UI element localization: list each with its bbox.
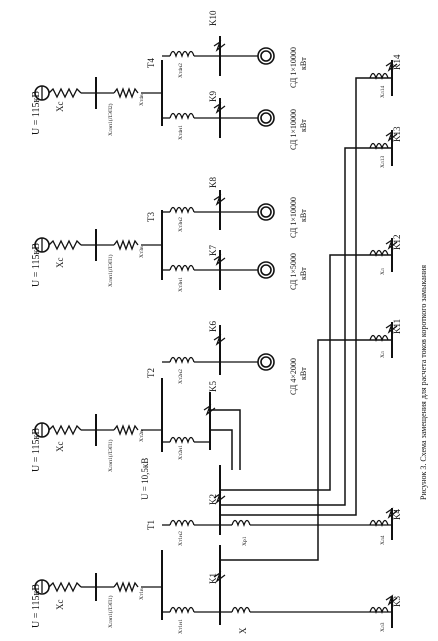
motor-unit: кВт [299, 119, 308, 132]
fault-arrow-icon [213, 102, 226, 114]
motor-label: СД 1×10000 [289, 197, 298, 238]
fault-label-k6: K6 [208, 321, 218, 332]
t4-label: T4 [146, 58, 156, 68]
fault-arrow-icon [213, 254, 226, 266]
fault-arrow-icon [385, 238, 398, 250]
fault-arrow-icon [385, 60, 398, 72]
fault-arrow-icon [213, 194, 226, 206]
fault-arrow-icon [385, 507, 398, 519]
fault-arrow-icon [213, 334, 226, 346]
fault-arrow-icon [203, 404, 216, 416]
fault-arrow-icon [385, 322, 398, 334]
motor-symbol-inner [260, 50, 272, 62]
t1-xv-label: Xт1в [139, 588, 145, 600]
load-branch-k11: K11 Xл [369, 319, 402, 358]
source-voltage-label: U = 115кВ [31, 584, 42, 628]
source-group-1: U = 115кВ Xс Xлэп1(ЛЭП1) Xт1в [31, 550, 163, 628]
source-reactance-label: Xс [55, 442, 65, 453]
fault-arrow-icon [385, 130, 398, 142]
t2-xn2-label: Xт2н2 [178, 369, 184, 384]
load-reactance-label: Xл4 [380, 535, 386, 545]
t3-xn1-label: Xт3н1 [178, 277, 184, 292]
fault-label-k3: K3 [392, 596, 402, 607]
motor-symbol-inner [260, 264, 272, 276]
source-group-4: U = 115кВ Xс Xлэп1(ЛЭП2) Xт4в [31, 60, 163, 136]
t2-xn1-label: Xт2н1 [178, 445, 184, 460]
voltage-10kv-label: U = 10,5кВ [140, 458, 150, 500]
load-branch-k12: K12 Xл [369, 235, 402, 275]
t1-xn2-label: Xт1н2 [178, 531, 184, 546]
fault-label-k8: K8 [208, 177, 218, 188]
source-voltage-label: U = 115кВ [31, 243, 42, 287]
source-reactance-label: Xс [55, 102, 65, 113]
motor-symbol-inner [260, 206, 272, 218]
line-reactance-label: Xлэп1(ЛЭП1) [107, 254, 114, 287]
fault-arrow-icon [385, 594, 398, 606]
motor-symbol-inner [260, 112, 272, 124]
fault-label-k7: K7 [208, 245, 218, 256]
transformer-t1: T1 U = 10,5кВ Xт1н1 Xт1н2 K1 K2 X Xр1 [140, 458, 392, 634]
source-reactance-label: Xс [55, 600, 65, 611]
fault-label-k4: K4 [392, 509, 402, 520]
motor-unit: кВт [299, 57, 308, 70]
fault-label-k9: K9 [208, 91, 218, 102]
transformer-t4: T4 Xт4н1 Xт4н2 K9 K10 СД 1×10000 кВт СД … [146, 10, 308, 150]
t1-xn1-label: Xт1н1 [178, 619, 184, 634]
load-reactance-label: Xл13 [380, 156, 386, 168]
line-reactance-label: Xлэп1(ЛЭП1) [107, 595, 114, 628]
transformer-t2: T2 Xт2н1 Xт2н2 K5 K6 СД 4×2000 кВт [146, 321, 308, 460]
motor-label: СД 1×10000 [289, 47, 298, 88]
motor-unit: кВт [299, 267, 308, 280]
load-reactance-label: Xл [380, 268, 386, 275]
fault-arrow-icon [213, 492, 226, 504]
load-branch-k14: K14 Xл14 [369, 54, 402, 98]
fault-label-k14: K14 [392, 54, 402, 70]
fault-label-k2: K2 [208, 494, 218, 505]
motor-unit: кВт [299, 209, 308, 222]
t3-label: T3 [146, 212, 156, 222]
transformer-t3: T3 Xт3н1 Xт3н2 K7 K8 СД 1×5000 кВт СД 1×… [146, 177, 308, 292]
reactor-label: X [238, 627, 248, 634]
feeder-wires [210, 77, 392, 561]
t3-xv-label: Xт3в [139, 246, 145, 258]
fault-label-k10: K10 [208, 10, 218, 26]
motor-label: СД 1×10000 [289, 109, 298, 150]
source-group-2: U = 115кВ Xс Xлэп1(ЛЭП1) Xт2в [31, 378, 163, 472]
t2-label: T2 [146, 368, 156, 378]
fault-arrow-icon [213, 571, 226, 583]
figure-caption: Рисунок 3. Схема замещения для расчета т… [419, 265, 428, 500]
load-reactance-label: Xл [380, 351, 386, 358]
fault-label-k1: K1 [208, 573, 218, 584]
t4-xn2-label: Xт4н2 [178, 63, 184, 78]
load-reactance-label: Xл14 [380, 86, 386, 98]
t1-label: T1 [146, 520, 156, 530]
reactor-label: Xр1 [242, 536, 248, 546]
line-reactance-label: Xлэп1(ЛЭП1) [107, 439, 114, 472]
t4-xv-label: Xт4в [139, 94, 145, 106]
motor-symbol-inner [260, 356, 272, 368]
t4-xn1-label: Xт4н1 [178, 125, 184, 140]
fault-label-k11: K11 [392, 319, 402, 334]
source-reactance-label: Xс [55, 258, 65, 269]
motor-label: СД 4×2000 [289, 358, 298, 395]
t3-xn2-label: Xт3н2 [178, 217, 184, 232]
source-voltage-label: U = 115кВ [31, 428, 42, 472]
fault-label-k5: K5 [208, 381, 218, 392]
load-branch-k4: K4 Xл4 [369, 507, 402, 545]
fault-label-k12: K12 [392, 235, 402, 251]
source-group-3: U = 115кВ Xс Xлэп1(ЛЭП1) Xт3в [31, 210, 163, 287]
load-reactance-label: Xл3 [380, 622, 386, 632]
line-reactance-label: Xлэп1(ЛЭП2) [107, 103, 114, 136]
t2-xv-label: Xт2в [139, 430, 145, 442]
motor-label: СД 1×5000 [289, 253, 298, 290]
load-branch-k3: K3 Xл3 [369, 594, 402, 632]
load-branch-k13: K13 Xл13 [369, 126, 402, 168]
motor-unit: кВт [299, 367, 308, 380]
source-voltage-label: U = 115кВ [31, 91, 42, 135]
fault-label-k13: K13 [392, 126, 402, 142]
fault-arrow-icon [213, 40, 226, 52]
